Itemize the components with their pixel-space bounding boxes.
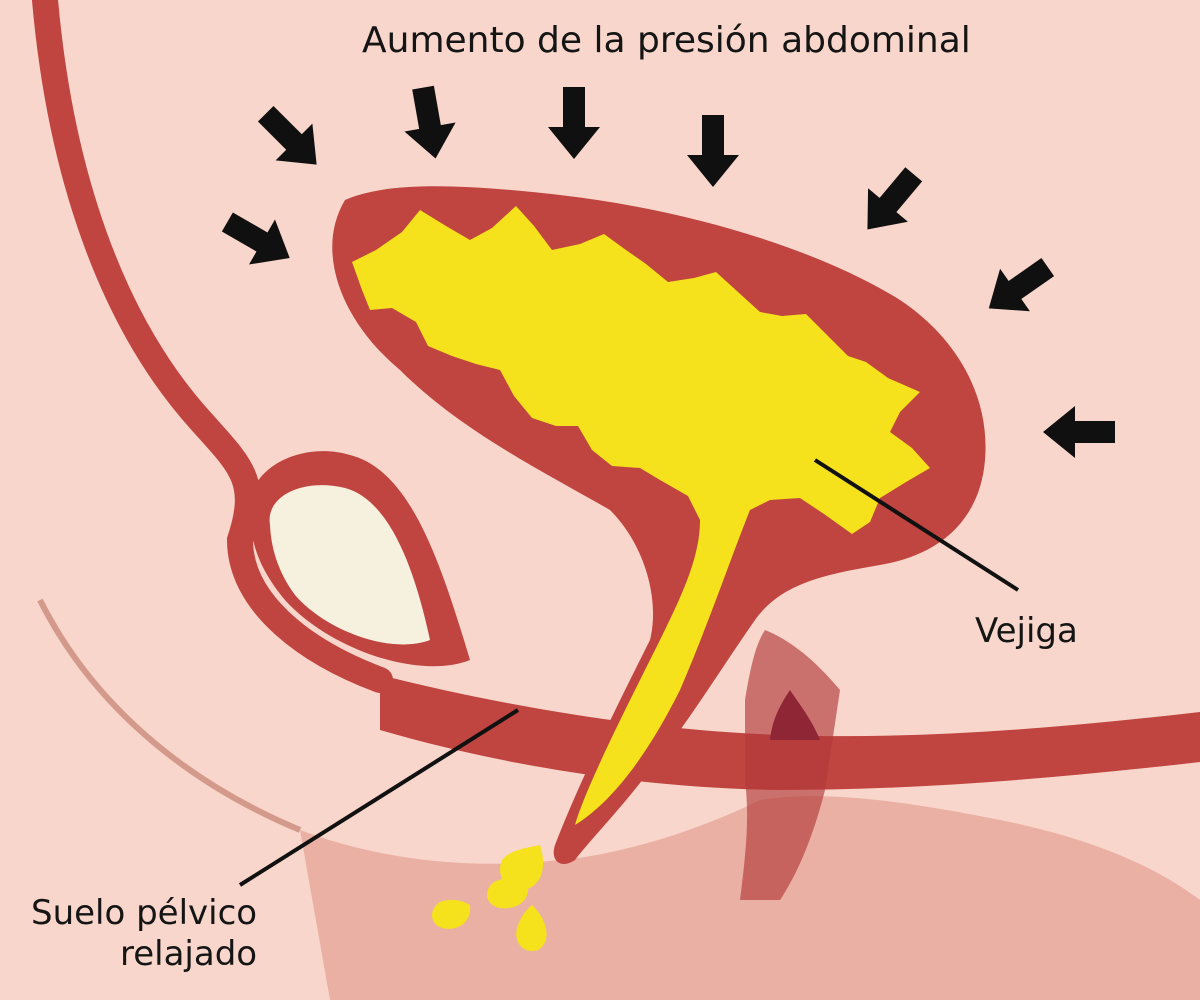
pelvic-floor-label-line2: relajado — [120, 933, 258, 974]
skin-line — [37, 598, 302, 833]
rectum-channel — [740, 630, 840, 900]
pubic-bone — [269, 485, 430, 645]
drop-icon — [516, 905, 547, 951]
outer-skin — [0, 590, 330, 1000]
pelvic-floor-band — [380, 675, 1200, 790]
urine-drops — [432, 845, 547, 951]
drop-icon — [432, 899, 471, 929]
drop-icon — [487, 878, 529, 909]
pelvic-floor-leader-line — [238, 708, 520, 887]
pelvic-floor-label-line1: Suelo pélvico — [30, 893, 258, 933]
rectum-shadow — [770, 690, 820, 740]
bladder-label: Vejiga — [975, 611, 1078, 651]
urine — [352, 206, 930, 825]
pressure-title: Aumento de la presión abdominal — [362, 20, 971, 61]
abdominal-wall — [32, 0, 393, 693]
pelvic-floor-label: Suelo pélvico relajado — [12, 893, 257, 975]
bladder-leader-line — [813, 458, 1020, 592]
